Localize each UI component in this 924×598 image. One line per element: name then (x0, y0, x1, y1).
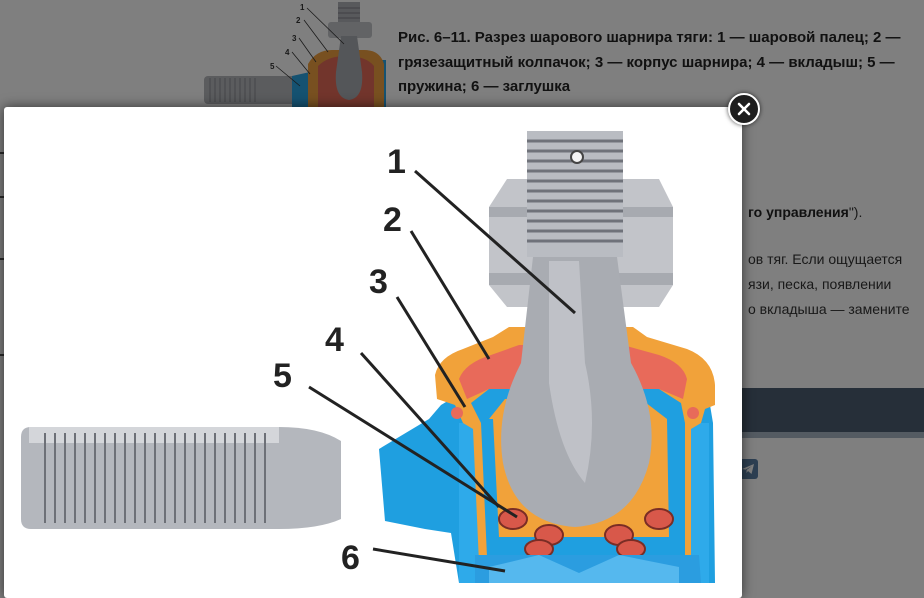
part-number-6: 6 (341, 539, 360, 577)
part-number-1: 1 (387, 143, 406, 181)
part-number-4: 4 (325, 321, 344, 359)
lightbox-close-button[interactable] (728, 93, 760, 125)
close-icon (737, 102, 751, 116)
part-number-5: 5 (273, 357, 292, 395)
part-number-3: 3 (369, 263, 388, 301)
lightbox-panel: 1 2 3 4 5 6 (4, 107, 742, 598)
ball-joint-cross-section: 1 2 3 4 5 6 (21, 131, 715, 583)
part-number-2: 2 (383, 201, 402, 239)
